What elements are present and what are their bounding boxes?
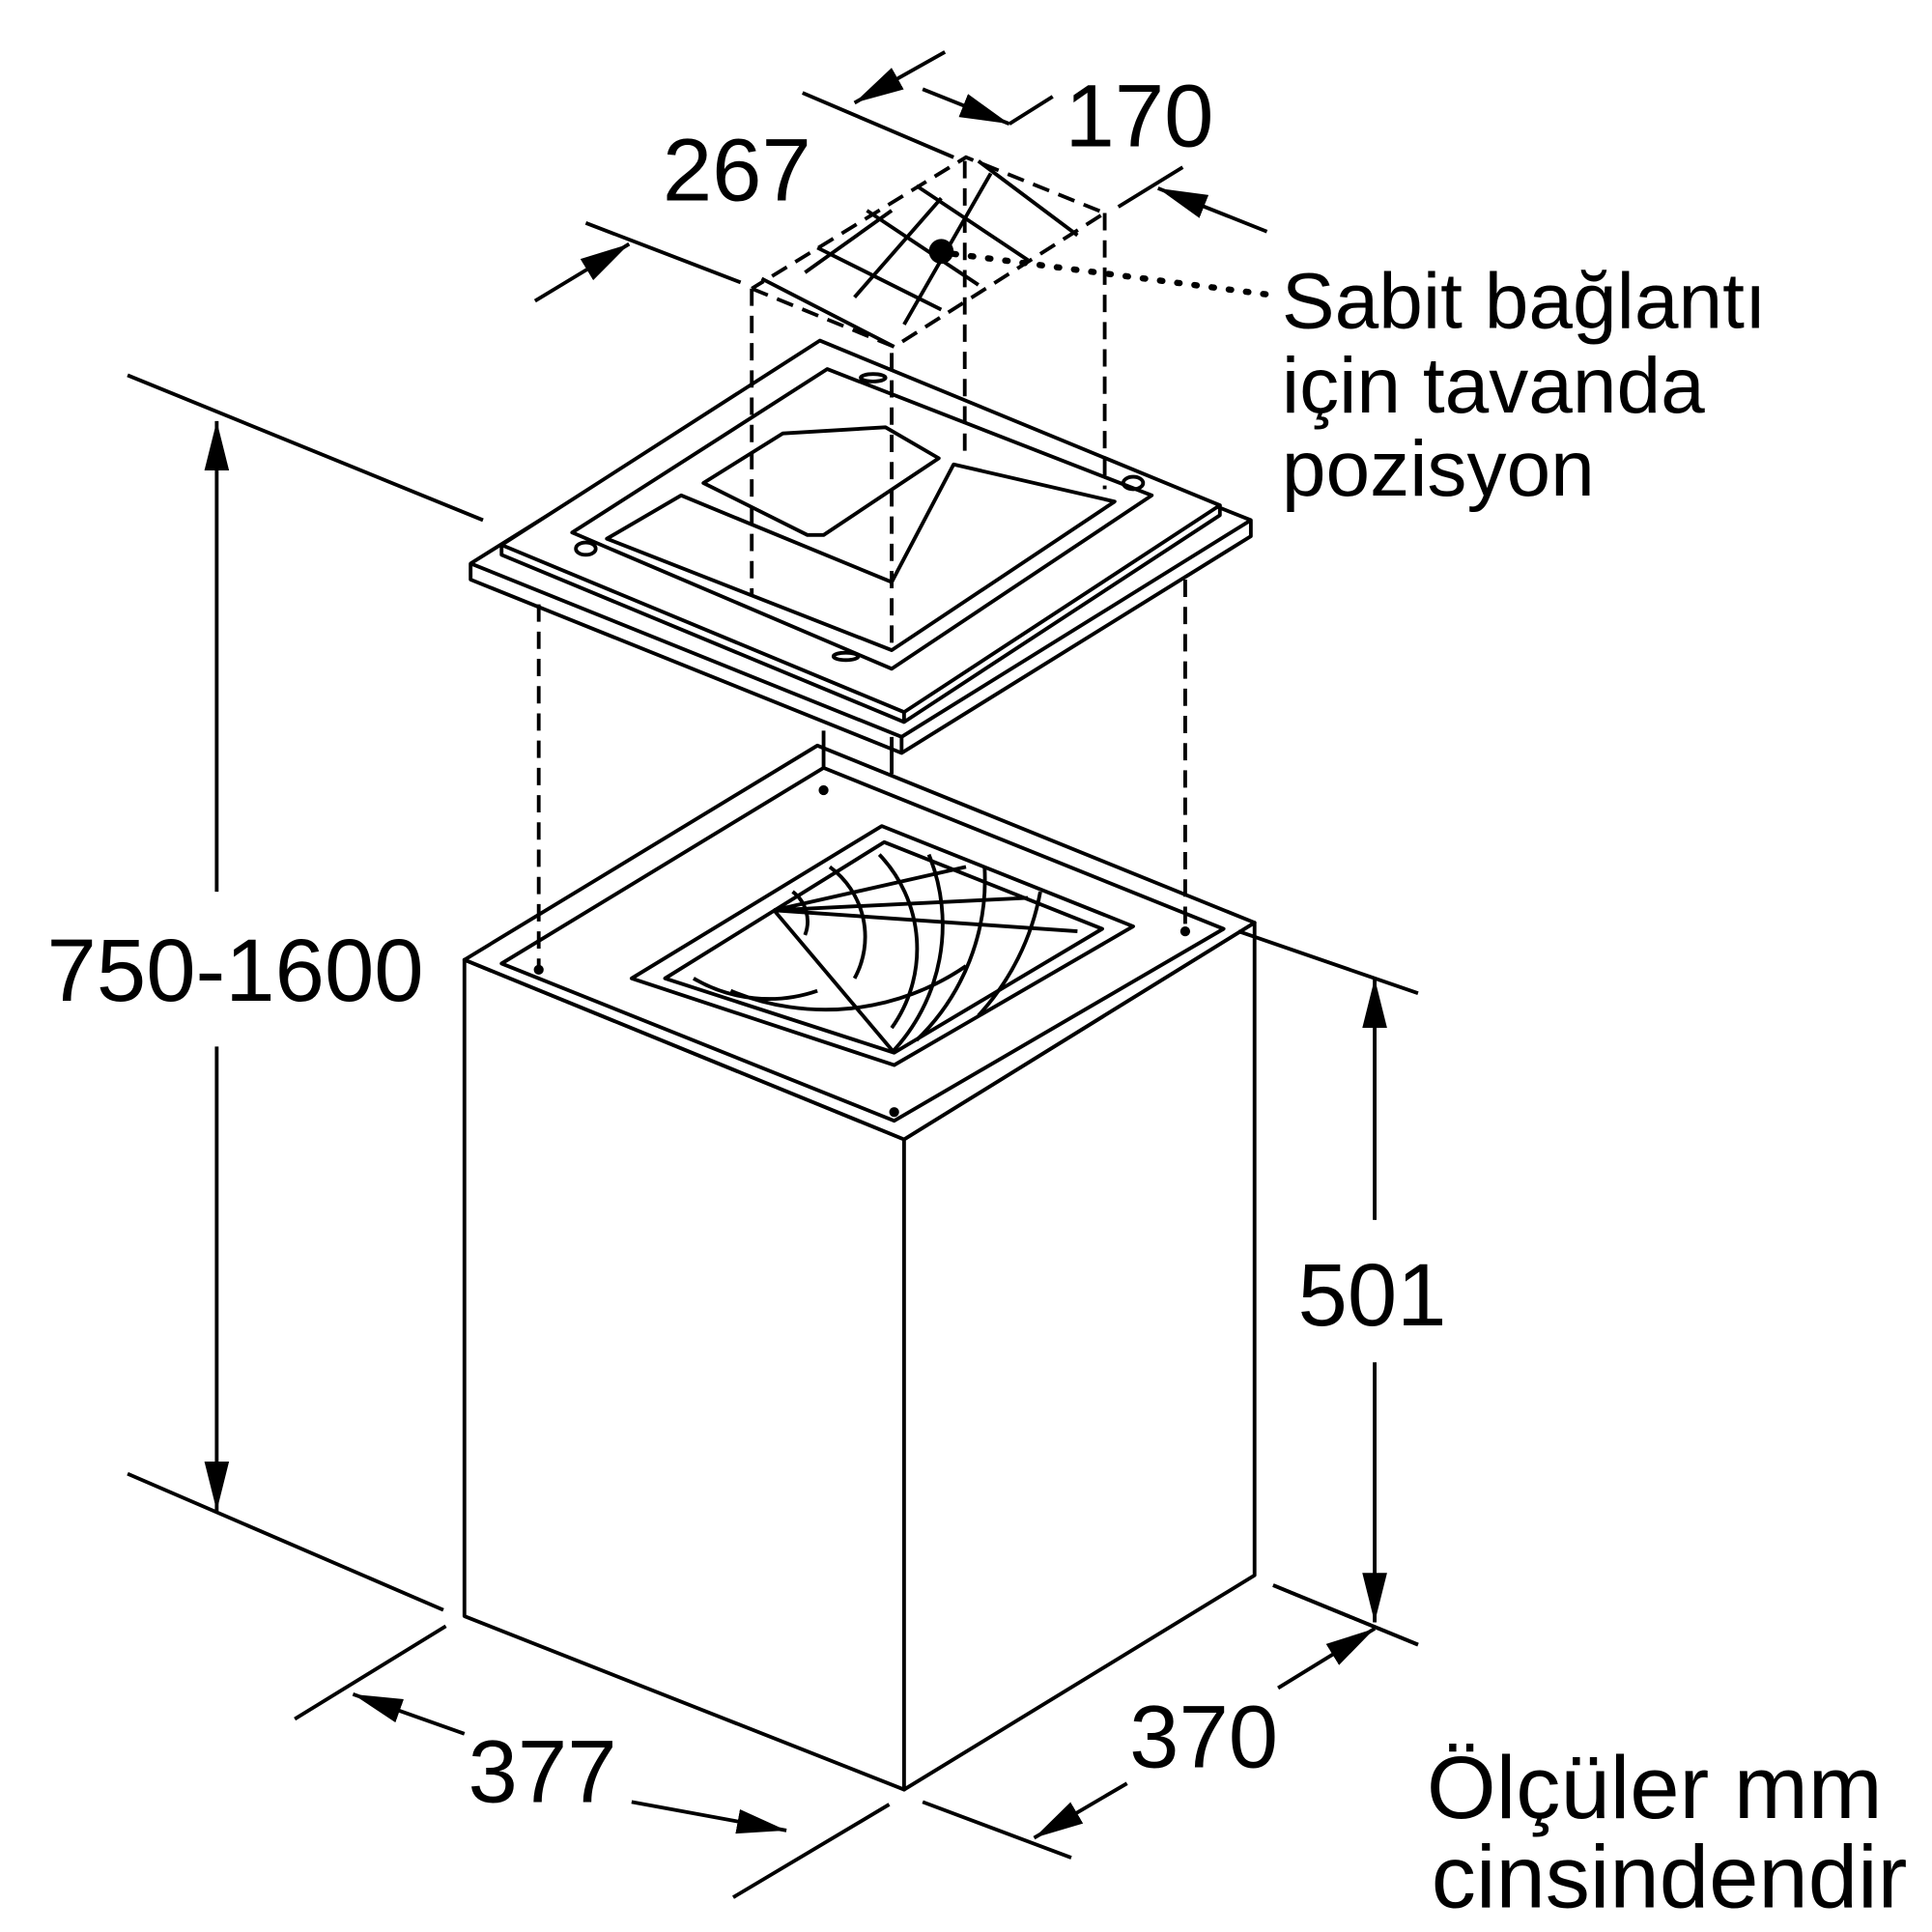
duct-outline xyxy=(536,155,1187,967)
dimension-box-depth: 370 xyxy=(922,1583,1419,1860)
dimension-box-height: 501 xyxy=(1237,929,1447,1647)
svg-text:267: 267 xyxy=(663,120,811,220)
svg-text:750-1600: 750-1600 xyxy=(47,920,424,1020)
units-note: Ölçüler mm cinsindendir xyxy=(1427,1737,1907,1926)
connection-point-marker xyxy=(928,239,954,265)
leader-dotted-line xyxy=(950,250,1273,298)
svg-text:501: 501 xyxy=(1298,1244,1447,1345)
svg-text:170: 170 xyxy=(1065,65,1213,165)
connector-lines xyxy=(821,730,895,775)
fan-grille-icon xyxy=(692,853,1078,1055)
dimension-height-range: 750-1600 xyxy=(47,373,484,1612)
dimension-box-width: 377 xyxy=(294,1624,891,1899)
svg-text:377: 377 xyxy=(469,1720,617,1821)
dimension-duct-width: 267 xyxy=(533,120,811,303)
svg-text:370: 370 xyxy=(1129,1686,1278,1786)
annotation-text: Sabit bağlantı için tavanda pozisyon xyxy=(1282,258,1789,513)
chimney-box xyxy=(462,743,1257,1792)
dimension-duct-depth: 170 xyxy=(802,50,1268,234)
ceiling-mounting-plate xyxy=(469,338,1253,755)
